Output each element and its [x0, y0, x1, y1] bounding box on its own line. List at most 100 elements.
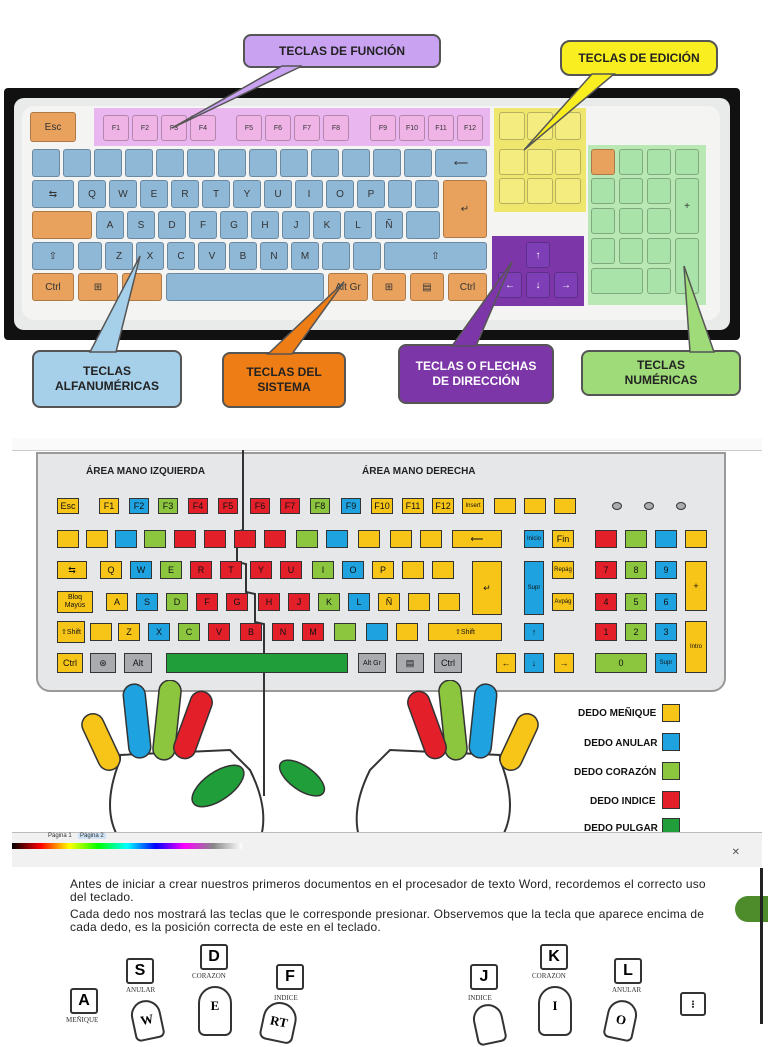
m-key-x: X	[148, 623, 170, 641]
page-tab-2[interactable]: Página 2	[78, 833, 106, 839]
punct-key	[322, 242, 350, 270]
m-alt-key: Alt	[124, 653, 152, 673]
key-x: X	[136, 242, 164, 270]
key-a-card: A	[70, 988, 98, 1014]
key-label: L	[356, 597, 362, 607]
key-label: H	[261, 219, 269, 231]
m-punct-key	[402, 561, 424, 579]
close-icon[interactable]: ✕	[731, 847, 740, 858]
key-j: J	[282, 211, 310, 239]
m-numpad-8: 8	[625, 561, 647, 579]
corazon-label-left: CORAZON	[192, 972, 226, 980]
key-label: F3	[162, 501, 174, 511]
mf9-key: F9	[341, 498, 361, 514]
editor-status-bar: Página 1 Página 2 ✕	[12, 832, 762, 867]
key-n: N	[260, 242, 288, 270]
right-finger-index	[470, 1001, 508, 1047]
angle-key	[78, 242, 102, 270]
numpad-plus-key: +	[675, 178, 699, 234]
number-row-key	[280, 149, 308, 177]
callout-system-keys-label: TECLAS DEL SISTEMA	[246, 365, 322, 394]
key-label: Ctrl	[63, 658, 77, 668]
color-palette[interactable]	[12, 843, 242, 849]
m-num-key	[358, 530, 380, 548]
number-row-key	[404, 149, 432, 177]
callout-alpha-keys-label: TECLAS ALFANUMÉRICAS	[55, 364, 159, 393]
m-num-key	[296, 530, 318, 548]
indice-label-right: INDICE	[468, 994, 492, 1002]
tab-key: ⇆	[32, 180, 74, 208]
key-label: J	[293, 219, 299, 231]
key-label: G	[230, 219, 238, 231]
key-k-label: K	[548, 948, 560, 965]
f7-key: F7	[294, 115, 320, 141]
m-punct-key	[334, 623, 356, 641]
key-label: Esc	[60, 501, 76, 511]
m-punct-key	[408, 593, 430, 611]
key-label: Supr	[527, 585, 541, 591]
key-label: R	[181, 188, 189, 200]
key-l: L	[344, 211, 372, 239]
m-key-l: L	[348, 593, 370, 611]
key-label: M	[309, 627, 317, 637]
f12-key: F12	[457, 115, 483, 141]
key-label: L	[355, 219, 361, 231]
key-label: Shift	[460, 628, 475, 636]
f-key-label: F2	[140, 124, 150, 132]
indicator-light	[612, 502, 622, 510]
m-insert-key: Insert	[462, 498, 484, 514]
m-numpad-plus: +	[685, 561, 707, 611]
numpad-key	[619, 208, 643, 234]
m-backspace-key: ⟵	[452, 530, 502, 548]
m-numpad-9: 9	[655, 561, 677, 579]
f11-key: F11	[428, 115, 454, 141]
number-row-key	[125, 149, 153, 177]
anular-label-right: ANULAR	[612, 986, 642, 994]
key-label: U	[287, 565, 295, 575]
key-m: M	[291, 242, 319, 270]
key-label: B	[247, 627, 254, 637]
key-d: D	[158, 211, 186, 239]
key-label: S	[137, 219, 145, 231]
key-label: F10	[374, 501, 390, 511]
key-label: X	[146, 250, 154, 262]
m-key-m: M	[302, 623, 324, 641]
arrow-up-key: ↑	[526, 242, 550, 268]
number-row-key	[249, 149, 277, 177]
numpad-key	[647, 238, 671, 264]
right-shift-key: ⇧	[384, 242, 487, 270]
f-key-label: F8	[331, 124, 341, 132]
key-s-label: S	[134, 962, 146, 979]
key-label: Alt Gr	[363, 659, 381, 667]
number-row-key	[342, 149, 370, 177]
m-edit-key	[554, 498, 576, 514]
key-f: F	[189, 211, 217, 239]
key-label: A	[113, 597, 120, 607]
callout-direction-keys-label: TECLAS O FLECHAS DE DIRECCIÓN	[415, 359, 537, 388]
hands-illustration	[81, 680, 539, 840]
key-label: G	[233, 597, 241, 607]
m-arrow-up-key: ↑	[524, 623, 544, 641]
m-punct-key	[366, 623, 388, 641]
m-supr-key: Supr	[524, 561, 544, 615]
key-label: 8	[633, 565, 639, 575]
key-label: K	[325, 597, 332, 607]
key-label: O	[349, 565, 357, 575]
key-label: F6	[254, 501, 266, 511]
key-label: Ctrl	[45, 281, 61, 293]
f-key-label: F12	[463, 124, 477, 132]
m-inicio-key: Inicio	[524, 530, 544, 548]
m-num-key	[420, 530, 442, 548]
numpad-key	[619, 149, 643, 175]
key-y: Y	[233, 180, 261, 208]
page-tab-1[interactable]: Página 1	[48, 833, 72, 839]
key-label: R	[197, 565, 205, 575]
m-key-u: U	[280, 561, 302, 579]
number-row-key	[63, 149, 91, 177]
instruction-section: Antes de iniciar a crear nuestros primer…	[0, 868, 768, 1047]
finger-letter: I	[552, 998, 558, 1013]
right-ctrl-key: Ctrl	[448, 273, 487, 301]
numpad-key	[647, 178, 671, 204]
key-j-label: J	[479, 968, 489, 985]
legend-corazon-label: DEDO CORAZÓN	[574, 767, 657, 778]
